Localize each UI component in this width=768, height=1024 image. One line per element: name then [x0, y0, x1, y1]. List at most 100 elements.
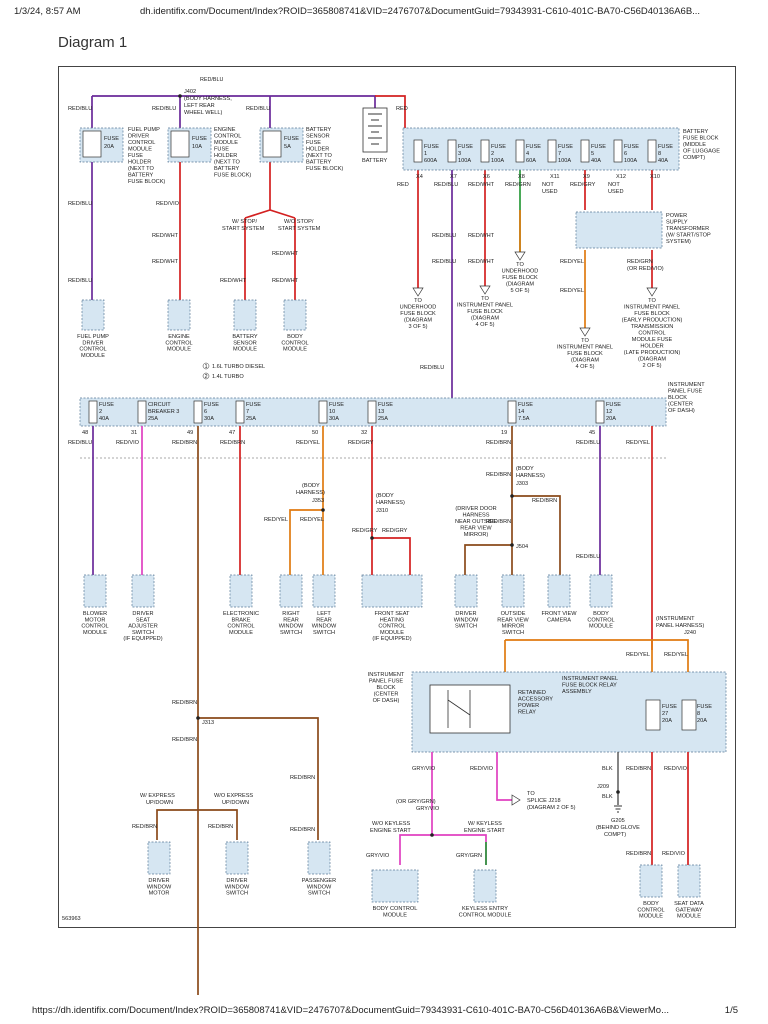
top-module-1-line-0: FUEL PUMP — [77, 334, 109, 340]
bfb-fuse-4 — [515, 139, 525, 163]
bottom-module-1-line-1: WINDOW — [147, 884, 172, 890]
mid-module-3-line-0: ELECTRONIC — [223, 611, 259, 617]
note-2-num: 2 — [205, 374, 208, 380]
wl-19: RED/WHT — [468, 233, 495, 239]
fuse-holders: FUSE 20A FUSE 10A FUSE 5A — [79, 127, 304, 163]
ip-fuse-4-text-1: 10 — [329, 409, 335, 415]
bottom-module-6-line-1: CONTROL — [637, 907, 664, 913]
bfb-fuse-2-text-0: FUSE — [491, 144, 506, 150]
pst-line-2: TRANSFORMER — [666, 226, 709, 232]
mid-module-5-line-3: SWITCH — [313, 630, 335, 636]
battery-label: BATTERY — [362, 158, 388, 164]
ip-fuse-5-pin: 32 — [361, 430, 367, 436]
not-used-2: NOT — [608, 182, 620, 188]
to-block-5-line-5: CONTROL — [638, 331, 665, 337]
bottom-module-7-line-0: SEAT DATA — [674, 901, 704, 907]
holder-3-line-0: BATTERY — [306, 127, 332, 133]
to-block-4-line-2: FUSE BLOCK — [567, 351, 603, 357]
mid-module-10-line-1: CONTROL — [587, 617, 614, 623]
bottom-module-5-line-1: CONTROL MODULE — [459, 912, 512, 918]
ip-fuse-5-text-1: 13 — [378, 409, 384, 415]
low-wl-16: GRY/GRN — [456, 853, 482, 859]
wl-2: RED/BLU — [152, 106, 176, 112]
ip-fuse-4 — [318, 400, 328, 424]
wl-12: RED/BLU — [68, 278, 92, 284]
bfb-label-line-0: BATTERY — [683, 129, 709, 135]
not-used-1b: USED — [542, 189, 558, 195]
bfb-fuse-6-text-1: 6 — [624, 151, 627, 157]
mid-module-3-line-2: CONTROL — [227, 624, 254, 630]
holder-1-amp: 20A — [104, 144, 114, 150]
j310: J310 — [376, 508, 388, 514]
bfb-label-line-2: (MIDDLE — [683, 142, 706, 148]
low-wl-7: GRY/VIO — [412, 766, 436, 772]
mid-module-9-line-0: FRONT VIEW — [541, 611, 577, 617]
ip-label-line-0: INSTRUMENT — [668, 382, 705, 388]
mid-wl-3: RED/BRN — [172, 440, 197, 446]
ip-harness-2: PANEL HARNESS) — [656, 623, 704, 629]
ip-fuse-3-pin: 47 — [229, 430, 235, 436]
wl-8: RED/WHT — [152, 259, 179, 265]
bfb-fuse-7-text-1: 7 — [558, 151, 561, 157]
mid-module-4-line-0: RIGHT — [282, 611, 300, 617]
top-module-2-line-0: ENGINE — [168, 334, 190, 340]
mid-module-4-line-3: SWITCH — [280, 630, 302, 636]
j303-harness2: HARNESS) — [516, 473, 545, 479]
mid-wl-7: RED/BRN — [486, 440, 511, 446]
to-block-5-line-1: INSTRUMENT PANEL — [624, 305, 680, 311]
wo-keyless: W/O KEYLESS — [372, 821, 411, 827]
j504: J504 — [516, 544, 528, 550]
to-block-1-line-1: UNDERHOOD — [400, 305, 437, 311]
holder-1-line-7: BATTERY — [128, 173, 154, 179]
mid-module-8-line-0: OUTSIDE — [501, 611, 526, 617]
bfb-conn-X8: X8 — [518, 174, 525, 180]
to-block-5-line-2: FUSE BLOCK — [634, 311, 670, 317]
footer-url[interactable]: https://dh.identifix.com/Document/Index?… — [32, 1005, 669, 1016]
mid-wl-14: RED/GRY — [352, 528, 378, 534]
to-block-5-line-0: TO — [648, 298, 656, 304]
splice-diag: (DIAGRAM 2 OF 5) — [527, 805, 576, 811]
door-note-line-0: (DRIVER DOOR — [455, 506, 496, 512]
holder-1-line-2: CONTROL — [128, 140, 155, 146]
relay-fuse27-b: 27 — [662, 711, 668, 717]
wl-7: RED/WHT — [152, 233, 179, 239]
relay-block-line-1: PANEL FUSE — [369, 679, 403, 685]
ip-fuse-0-text-2: 40A — [99, 416, 109, 422]
low-wl-14: GRY/VIO — [416, 806, 440, 812]
wl-5: RED/BLU — [68, 201, 92, 207]
holder-1-line-5: HOLDER — [128, 160, 151, 166]
bfb-fuse-1-text-2: 600A — [424, 158, 437, 164]
mid-module-9-line-1: CAMERA — [547, 617, 571, 623]
bfb-fuse-3 — [447, 139, 457, 163]
low-wl-11: RED/VIO — [664, 766, 688, 772]
bfb-fuse-4-text-0: FUSE — [526, 144, 541, 150]
w-keyless-2: ENGINE START — [464, 828, 505, 834]
bottom-module-4-line-0: BODY CONTROL — [373, 906, 418, 912]
bottom-modules — [147, 841, 701, 903]
mid-wl-16: RED/BRN — [486, 519, 511, 525]
holder-1-fuse: FUSE — [104, 136, 119, 142]
wl-26: RED/BLU — [420, 365, 444, 371]
relay-assembly-line-2: ASSEMBLY — [562, 689, 592, 695]
header-url[interactable]: dh.identifix.com/Document/Index?ROID=365… — [140, 6, 701, 17]
bfb-fuse-8 — [647, 139, 657, 163]
ip-fuse-4-text-0: FUSE — [329, 402, 344, 408]
low-wl-5: RED/BRN — [208, 824, 233, 830]
holder-2-line-1: CONTROL — [214, 134, 241, 140]
j353-harness2: HARNESS) — [296, 490, 325, 496]
top-module-3-line-2: MODULE — [233, 347, 257, 353]
relay-fuse8-c: 20A — [697, 718, 707, 724]
splice-j402-desc1: (BODY HARNESS, — [184, 96, 232, 102]
battery-fuse-block-fuses: FUSE1600AX4FUSE3100AX7FUSE2100AX6FUSE460… — [413, 139, 673, 180]
bottom-module-2-line-1: WINDOW — [225, 884, 250, 890]
w-stop-label-2: START SYSTEM — [222, 226, 265, 232]
bfb-fuse-3-text-1: 3 — [458, 151, 461, 157]
low-wl-13: (OR GRY/GRN) — [396, 799, 436, 805]
wl-3: RED/BLU — [246, 106, 270, 112]
to-block-2-line-0: TO — [481, 296, 489, 302]
bfb-fuse-8-text-0: FUSE — [658, 144, 673, 150]
bfb-fuse-7-text-0: FUSE — [558, 144, 573, 150]
